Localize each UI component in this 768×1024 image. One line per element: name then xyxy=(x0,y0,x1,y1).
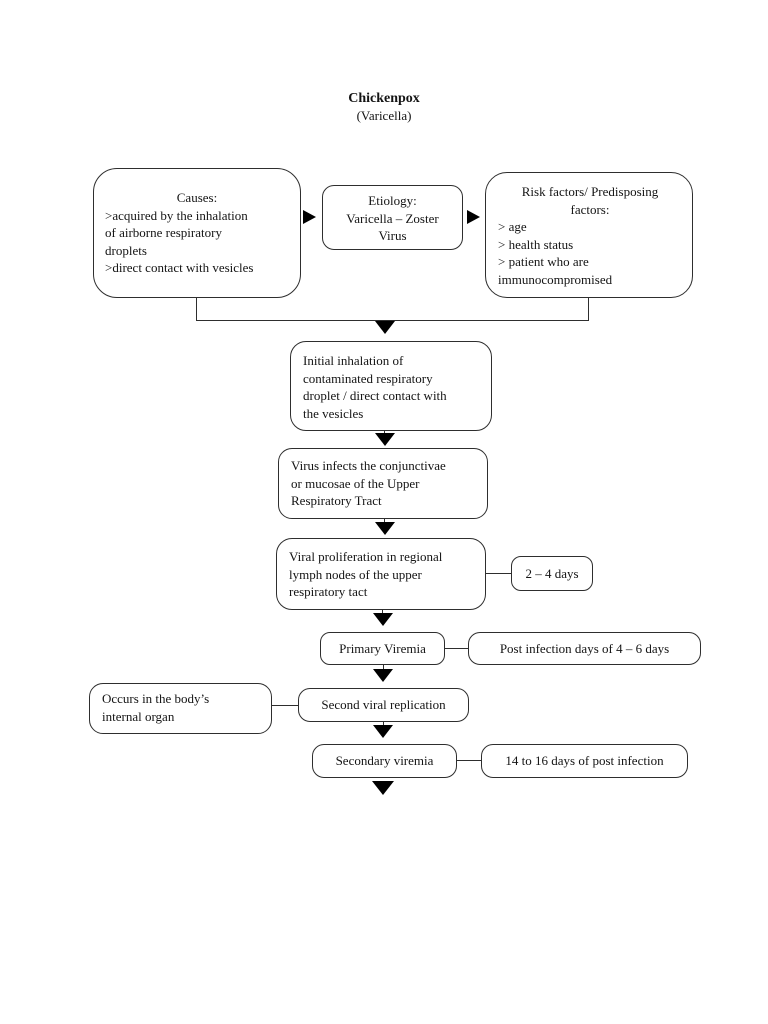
connector-line xyxy=(272,705,298,706)
arrow-down-icon xyxy=(375,321,395,334)
duration-2-4-days-box: 2 – 4 days xyxy=(511,556,593,591)
connector-line xyxy=(196,297,197,321)
connector-line xyxy=(486,573,511,574)
second-viral-replication-box: Second viral replication xyxy=(298,688,469,722)
arrow-down-icon xyxy=(373,613,393,626)
connector-line xyxy=(196,320,589,321)
causes-heading: Causes: xyxy=(176,190,218,205)
diagram-title-block: Chickenpox (Varicella) xyxy=(0,90,768,124)
connector-line xyxy=(384,431,385,434)
arrow-down-icon xyxy=(375,433,395,446)
arrow-down-icon xyxy=(375,522,395,535)
post-infection-4-6-box: Post infection days of 4 – 6 days xyxy=(468,632,701,665)
duration-2-4-days-label: 2 – 4 days xyxy=(525,565,579,581)
post-infection-14-16-label: 14 to 16 days of post infection xyxy=(505,753,664,769)
arrow-down-icon xyxy=(373,725,393,738)
secondary-viremia-box: Secondary viremia xyxy=(312,744,457,778)
connector-line xyxy=(457,760,481,761)
post-infection-4-6-label: Post infection days of 4 – 6 days xyxy=(499,640,670,656)
arrow-down-icon xyxy=(372,781,394,795)
connector-line xyxy=(588,298,589,321)
connector-line xyxy=(383,722,384,726)
diagram-subtitle: (Varicella) xyxy=(356,108,412,123)
connector-line xyxy=(383,665,384,670)
arrow-right-icon xyxy=(303,210,316,224)
diagram-title: Chickenpox xyxy=(348,91,420,106)
primary-viremia-box: Primary Viremia xyxy=(320,632,445,665)
arrow-down-icon xyxy=(373,669,393,682)
primary-viremia-label: Primary Viremia xyxy=(339,640,426,656)
post-infection-14-16-box: 14 to 16 days of post infection xyxy=(481,744,688,778)
connector-line xyxy=(384,519,385,523)
arrow-right-icon xyxy=(467,210,480,224)
connector-line xyxy=(445,648,468,649)
connector-line xyxy=(382,610,383,614)
secondary-viremia-label: Secondary viremia xyxy=(335,753,434,769)
second-viral-replication-label: Second viral replication xyxy=(321,697,446,713)
